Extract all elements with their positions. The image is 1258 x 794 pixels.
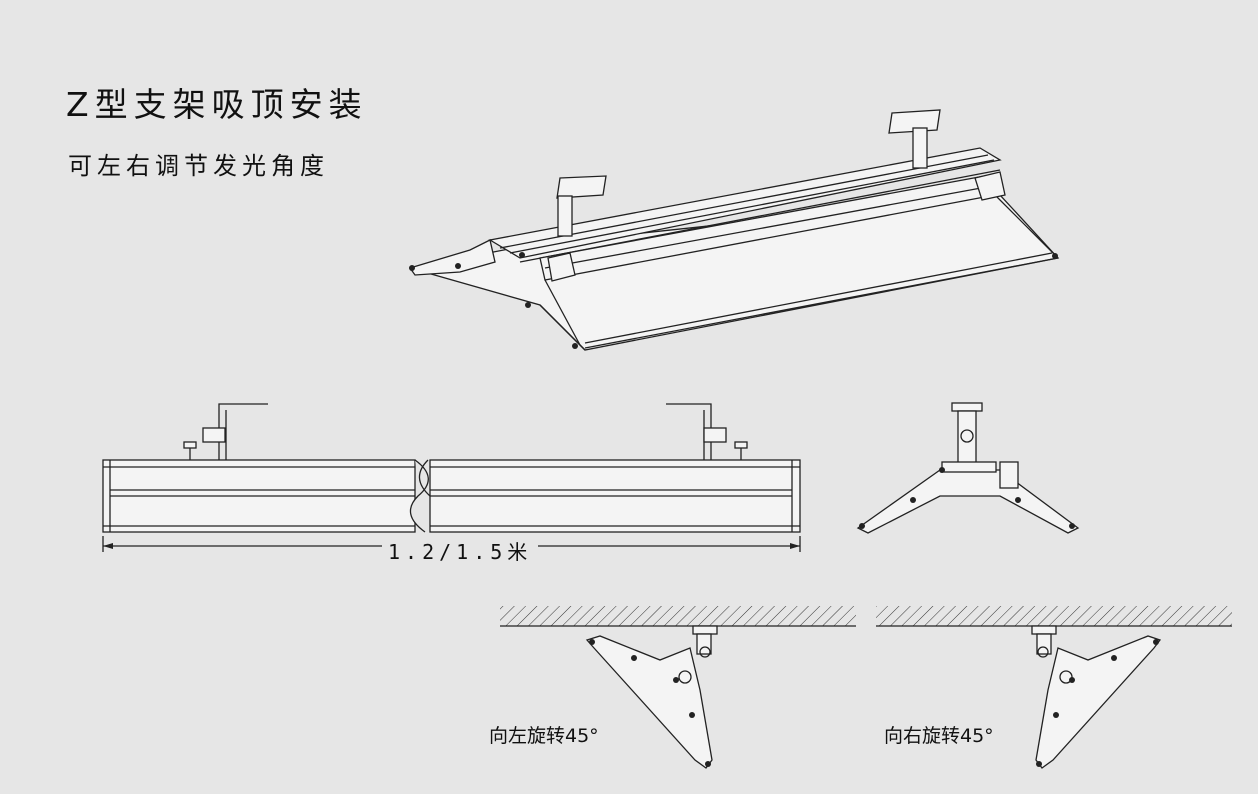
page-subtitle: 可左右调节发光角度	[68, 152, 329, 180]
length-dimension-label: 1.2/1.5米	[382, 536, 539, 565]
fixture-end-view	[856, 402, 1080, 534]
rotate-left-diagram	[500, 606, 856, 769]
fixture-side-view	[102, 403, 801, 552]
rotate-left-label: 向左旋转45°	[489, 725, 599, 747]
fixture-perspective-drawing	[408, 109, 1060, 351]
rotate-right-label: 向右旋转45°	[884, 725, 994, 747]
page-title: Z型支架吸顶安装	[66, 85, 368, 124]
rotate-right-diagram	[876, 606, 1232, 769]
